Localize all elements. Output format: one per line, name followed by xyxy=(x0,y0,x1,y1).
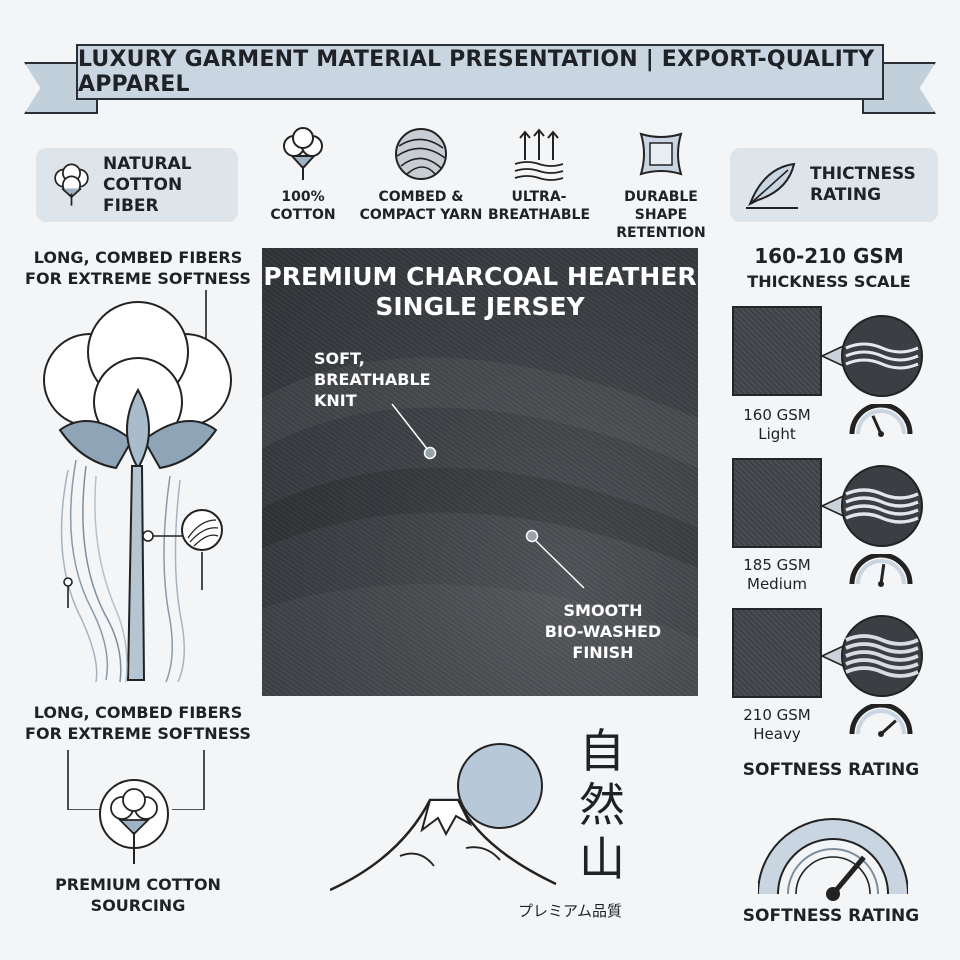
cotton-plant-illustration xyxy=(43,290,232,810)
kanji-char: 自 xyxy=(579,724,625,778)
fiber-caption-top: LONG, COMBED FIBERS FOR EXTREME SOFTNESS xyxy=(20,247,256,289)
feature-line2: SHAPE RETENTION xyxy=(616,207,706,241)
feature-combed-yarn: COMBED & COMPACT YARN xyxy=(358,126,484,224)
feature-breathable: ULTRA- BREATHABLE xyxy=(476,126,602,224)
mountain-sun-emblem xyxy=(330,743,557,892)
knit-magnifier-185 xyxy=(820,465,923,547)
gauge-icon-185 xyxy=(849,554,913,587)
sourcing-line2: SOURCING xyxy=(90,896,186,915)
gsm-range: 160-210 GSM xyxy=(754,244,904,268)
kanji-column: 自 然 山 xyxy=(574,724,630,886)
knit-label-line2: BREATHABLE xyxy=(314,370,431,389)
gsm-name: Light xyxy=(758,425,796,443)
gauge-icon-210 xyxy=(849,704,913,737)
feature-line2: COTTON xyxy=(270,207,336,223)
swatch-160-gsm xyxy=(732,306,822,396)
feature-line1: 100% xyxy=(281,189,325,205)
thickness-rating-pill: THICTNESS RATING xyxy=(730,148,938,222)
softness-gauge xyxy=(758,818,908,901)
finish-label-line2: BIO-WASHED xyxy=(544,622,662,641)
feature-100-cotton: 100% COTTON xyxy=(240,126,366,224)
feature-line1: ULTRA- xyxy=(511,189,567,205)
airflow-icon xyxy=(514,128,564,181)
feature-line1: COMBED & xyxy=(378,189,464,205)
swatch-185-gsm xyxy=(732,458,822,548)
fiber-caption-bottom-line2: FOR EXTREME SOFTNESS xyxy=(25,724,251,743)
cotton-boll-icon xyxy=(283,127,323,180)
natural-cotton-line1: NATURAL xyxy=(103,153,192,174)
fiber-caption-bottom-line1: LONG, COMBED FIBERS xyxy=(33,703,243,722)
gsm-name: Heavy xyxy=(753,725,801,743)
shape-square-icon xyxy=(639,132,683,176)
feature-line2: COMPACT YARN xyxy=(359,207,483,223)
thickness-scale-label: THICKNESS SCALE xyxy=(747,272,911,291)
emblem-subtitle: プレミアム品質 xyxy=(518,902,622,920)
finish-label: SMOOTH BIO-WASHED FINISH xyxy=(538,600,668,663)
fiber-caption-top-line2: FOR EXTREME SOFTNESS xyxy=(25,269,251,288)
yarn-ball-icon xyxy=(395,128,447,180)
finish-label-line3: FINISH xyxy=(572,643,634,662)
gsm-label-210: 210 GSM Heavy xyxy=(732,706,822,744)
thickness-pill-line2: RATING xyxy=(810,185,882,205)
premium-sourcing-caption: PREMIUM COTTON SOURCING xyxy=(20,874,256,916)
fabric-drape-texture xyxy=(262,357,698,696)
page-title: LUXURY GARMENT MATERIAL PRESENTATION | E… xyxy=(78,47,875,97)
feather-icon xyxy=(746,162,798,209)
gsm-label-185: 185 GSM Medium xyxy=(732,556,822,594)
kanji-char: 然 xyxy=(579,778,625,832)
knit-label-line1: SOFT, xyxy=(314,349,365,368)
fabric-title-line2: SINGLE JERSEY xyxy=(375,292,585,321)
softness-title: SOFTNESS RATING xyxy=(742,760,920,780)
kanji-char: 山 xyxy=(579,832,625,886)
softness-footer: SOFTNESS RATING xyxy=(742,906,920,926)
knit-label-line3: KNIT xyxy=(314,391,357,410)
gsm-name: Medium xyxy=(747,575,807,593)
swatch-210-gsm xyxy=(732,608,822,698)
cotton-boll-icon xyxy=(54,163,89,206)
gsm-value: 210 GSM xyxy=(743,706,811,724)
feature-shape-retention: DURABLE SHAPE RETENTION xyxy=(598,126,724,242)
gsm-value: 160 GSM xyxy=(743,406,811,424)
finish-label-line1: SMOOTH xyxy=(563,601,643,620)
fabric-swatch-main: PREMIUM CHARCOAL HEATHER SINGLE JERSEY S… xyxy=(262,248,698,696)
thickness-pill-line1: THICTNESS xyxy=(810,164,916,184)
knit-magnifier-160 xyxy=(820,315,923,397)
fabric-title-line1: PREMIUM CHARCOAL HEATHER xyxy=(263,262,697,291)
natural-cotton-line2: COTTON FIBER xyxy=(103,174,183,216)
knit-label: SOFT, BREATHABLE KNIT xyxy=(314,348,431,411)
sourcing-line1: PREMIUM COTTON xyxy=(55,875,221,894)
gauge-icon-160 xyxy=(849,404,913,437)
cotton-boll-icon xyxy=(99,779,169,864)
gsm-value: 185 GSM xyxy=(743,556,811,574)
natural-cotton-pill: NATURAL COTTON FIBER xyxy=(36,148,238,222)
fabric-title: PREMIUM CHARCOAL HEATHER SINGLE JERSEY xyxy=(262,262,698,322)
fiber-caption-bottom: LONG, COMBED FIBERS FOR EXTREME SOFTNESS xyxy=(20,702,256,744)
fiber-caption-top-line1: LONG, COMBED FIBERS xyxy=(33,248,243,267)
page-title-banner: LUXURY GARMENT MATERIAL PRESENTATION | E… xyxy=(76,44,884,100)
feature-line1: DURABLE xyxy=(624,189,698,205)
feature-line2: BREATHABLE xyxy=(487,207,591,223)
gsm-label-160: 160 GSM Light xyxy=(732,406,822,444)
knit-magnifier-210 xyxy=(820,615,923,697)
